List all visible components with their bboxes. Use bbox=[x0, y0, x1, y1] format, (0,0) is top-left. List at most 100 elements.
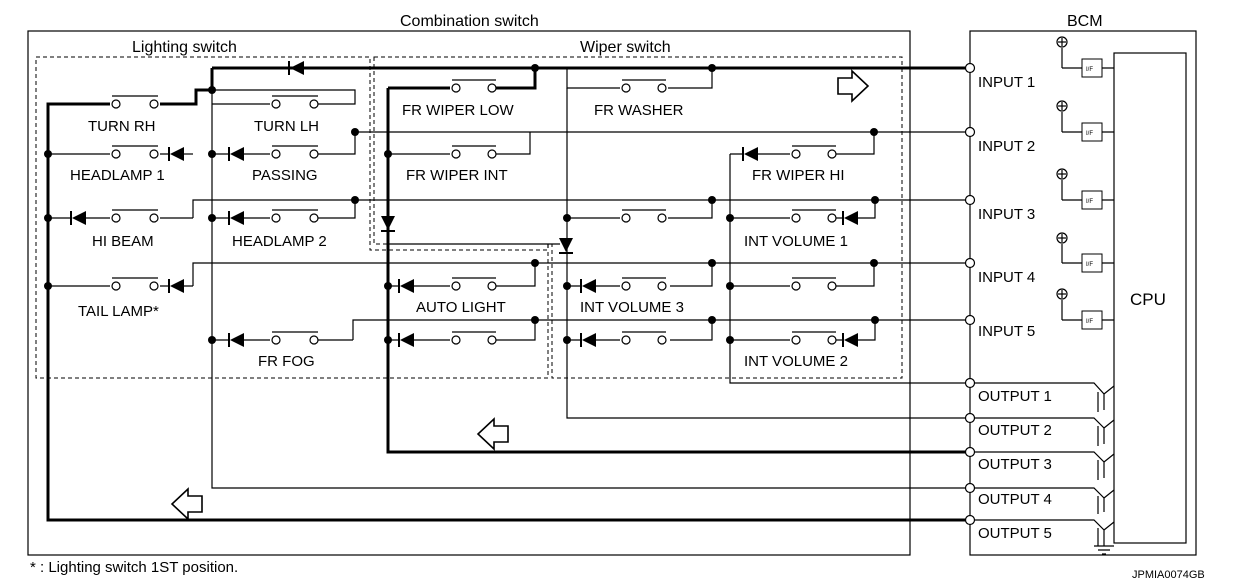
label-input-3: INPUT 3 bbox=[978, 206, 1035, 223]
switch-labels: TURN RH TURN LH HEADLAMP 1 PASSING HI BE… bbox=[70, 102, 848, 370]
wiper-switch-area bbox=[373, 56, 903, 379]
diode-intvol2 bbox=[842, 333, 858, 347]
wiper-switch-title: Wiper switch bbox=[580, 39, 671, 56]
fr-wiper-low-switch bbox=[451, 79, 497, 93]
combination-switch-box bbox=[27, 30, 911, 556]
diode-turn bbox=[288, 61, 304, 75]
figure-code: JPMIA0074GB bbox=[1132, 569, 1205, 581]
label-fr-wiper-low: FR WIPER LOW bbox=[402, 102, 515, 119]
passing-switch bbox=[271, 145, 319, 159]
label-output-1: OUTPUT 1 bbox=[978, 388, 1052, 405]
label-input-5: INPUT 5 bbox=[978, 323, 1035, 340]
input-5-circuit bbox=[964, 288, 1114, 330]
label-hi-beam: HI BEAM bbox=[92, 233, 154, 250]
label-fr-fog: FR FOG bbox=[258, 353, 315, 370]
label-int-volume-1: INT VOLUME 1 bbox=[744, 233, 848, 250]
diode-intvol1 bbox=[842, 211, 858, 225]
label-passing: PASSING bbox=[252, 167, 318, 184]
diode-vertical-2 bbox=[559, 238, 573, 254]
diode-passing bbox=[228, 147, 244, 161]
headlamp-2-switch bbox=[271, 209, 319, 223]
label-output-5: OUTPUT 5 bbox=[978, 525, 1052, 542]
label-output-3: OUTPUT 3 bbox=[978, 456, 1052, 473]
turn-lh-switch bbox=[271, 95, 319, 109]
int-volume-3b-switch bbox=[621, 331, 667, 345]
label-int-volume-2: INT VOLUME 2 bbox=[744, 353, 848, 370]
diode-wiperhi bbox=[742, 147, 758, 161]
int-volume-1-switch bbox=[791, 209, 837, 223]
fr-fog-switch bbox=[271, 331, 319, 345]
diode-hibeam bbox=[70, 211, 86, 225]
flow-arrows bbox=[170, 69, 870, 521]
diode-fog bbox=[228, 333, 244, 347]
int-volume-3-switch bbox=[621, 277, 667, 291]
label-turn-rh: TURN RH bbox=[88, 118, 156, 135]
label-tail-lamp: TAIL LAMP* bbox=[78, 303, 159, 320]
label-int-volume-3: INT VOLUME 3 bbox=[580, 299, 684, 316]
label-fr-wiper-hi: FR WIPER HI bbox=[752, 167, 845, 184]
label-turn-lh: TURN LH bbox=[254, 118, 319, 135]
label-auto-light: AUTO LIGHT bbox=[416, 299, 506, 316]
output-1-circuit bbox=[964, 377, 1115, 412]
label-input-1: INPUT 1 bbox=[978, 74, 1035, 91]
ground-icon bbox=[1094, 545, 1114, 555]
input-2-circuit bbox=[964, 100, 1114, 142]
input-3-circuit bbox=[964, 168, 1114, 210]
switch-contacts bbox=[111, 79, 837, 345]
input-4-circuit bbox=[964, 232, 1114, 273]
diode-headlamp2 bbox=[228, 211, 244, 225]
if-label-3: I/F bbox=[1086, 199, 1093, 205]
input-1-circuit bbox=[964, 36, 1114, 78]
wiper-mid-switch bbox=[621, 209, 667, 223]
headlamp-1-switch bbox=[111, 145, 159, 159]
diode-vertical-1 bbox=[381, 216, 395, 232]
label-headlamp-2: HEADLAMP 2 bbox=[232, 233, 327, 250]
label-input-2: INPUT 2 bbox=[978, 138, 1035, 155]
auto-light-switch bbox=[451, 277, 497, 291]
output-4-circuit bbox=[964, 482, 1115, 514]
label-input-4: INPUT 4 bbox=[978, 269, 1035, 286]
cpu-box bbox=[1113, 52, 1187, 544]
int-volume-mid-switch bbox=[791, 277, 837, 291]
lighting-switch-area bbox=[35, 56, 549, 379]
int-volume-2-switch bbox=[791, 331, 837, 345]
diode-intvol3b bbox=[580, 333, 596, 347]
label-fr-washer: FR WASHER bbox=[594, 102, 684, 119]
cpu-label: CPU bbox=[1130, 290, 1166, 309]
diode-headlamp1 bbox=[168, 147, 184, 161]
label-fr-wiper-int: FR WIPER INT bbox=[406, 167, 508, 184]
fr-wiper-hi-switch bbox=[791, 145, 837, 159]
diodes bbox=[70, 61, 858, 347]
combination-switch-title: Combination switch bbox=[400, 13, 539, 30]
fr-wiper-int-switch bbox=[451, 145, 497, 159]
label-output-2: OUTPUT 2 bbox=[978, 422, 1052, 439]
bcm-title: BCM bbox=[1067, 13, 1103, 30]
bcm-input-circuits bbox=[964, 36, 1114, 330]
if-label-2: I/F bbox=[1086, 131, 1093, 137]
arrow-right-icon bbox=[837, 69, 870, 103]
hi-beam-switch bbox=[111, 209, 159, 223]
if-label-5: I/F bbox=[1086, 319, 1093, 325]
label-output-4: OUTPUT 4 bbox=[978, 491, 1052, 508]
if-label-4: I/F bbox=[1086, 262, 1093, 268]
tail-lamp-switch bbox=[111, 277, 159, 291]
output-3-circuit bbox=[964, 446, 1115, 480]
auto-light-2-switch bbox=[451, 331, 497, 345]
output-5-circuit bbox=[964, 514, 1115, 555]
bcm-box bbox=[969, 30, 1197, 556]
thick-wires bbox=[46, 66, 970, 522]
output-2-circuit bbox=[964, 412, 1115, 446]
diode-tail bbox=[168, 279, 184, 293]
fr-washer-switch bbox=[621, 79, 667, 93]
footnote: * : Lighting switch 1ST position. bbox=[30, 559, 238, 576]
arrow-left-icon bbox=[476, 417, 509, 451]
bcm-output-circuits bbox=[964, 377, 1115, 555]
bcm-io-labels: INPUT 1 INPUT 2 INPUT 3 INPUT 4 INPUT 5 … bbox=[978, 74, 1052, 542]
arrow-left-icon bbox=[170, 487, 203, 521]
label-headlamp-1: HEADLAMP 1 bbox=[70, 167, 165, 184]
turn-rh-switch bbox=[111, 95, 159, 109]
if-label-1: I/F bbox=[1086, 67, 1093, 73]
diode-intvol3a bbox=[580, 279, 596, 293]
diode-autolight2 bbox=[398, 333, 414, 347]
